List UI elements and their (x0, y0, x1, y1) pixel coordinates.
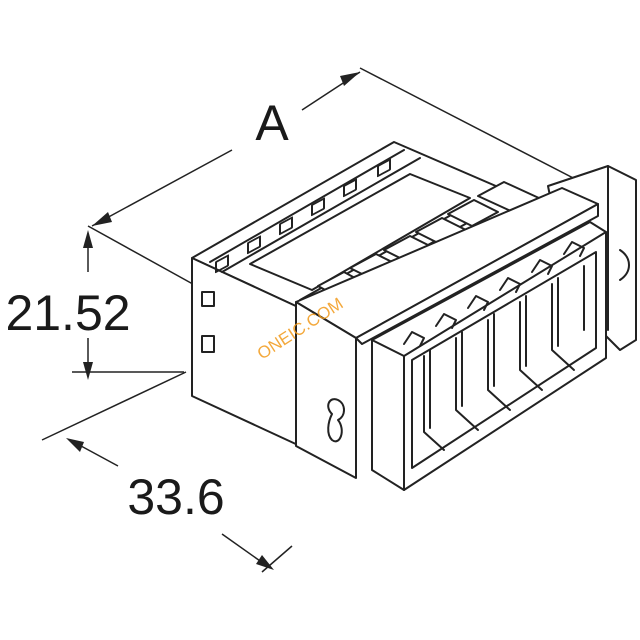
terminal-cavities (423, 265, 585, 451)
latch-teeth (403, 241, 585, 347)
dimension-depth-label: 33.6 (127, 469, 224, 525)
dimension-depth: 33.6 (41, 371, 293, 573)
mounting-hole-icon (327, 398, 345, 443)
dimension-height: 21.52 (5, 230, 184, 380)
dimension-a: A (87, 67, 613, 289)
side-window-1 (201, 291, 215, 307)
dimension-height-label: 21.52 (5, 285, 130, 341)
dimension-a-label: A (255, 95, 289, 151)
top-windows (215, 158, 391, 274)
side-window-2 (201, 335, 215, 353)
connector-body (191, 141, 637, 491)
